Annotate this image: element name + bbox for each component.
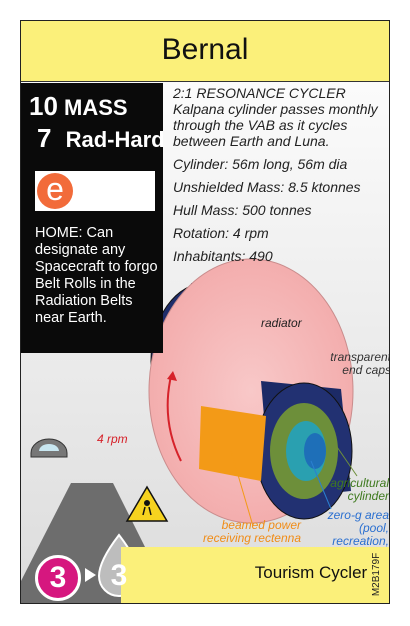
rotation-arrow xyxy=(166,375,182,462)
radhard-label: Rad-Hard xyxy=(65,127,165,152)
card-subtitle: Tourism Cycler xyxy=(254,563,368,582)
mass-value: 10 xyxy=(29,91,58,121)
radiator-label: radiator xyxy=(261,316,302,330)
cylinder-spec: Cylinder: 56m long, 56m dia xyxy=(173,156,348,172)
rotation-spec: Rotation: 4 rpm xyxy=(173,225,269,241)
unshielded-spec: Unshielded Mass: 8.5 ktonnes xyxy=(173,179,361,195)
warning-sign-icon xyxy=(125,485,169,522)
agricultural-label: agricultural cylinder xyxy=(330,476,389,503)
inner-core xyxy=(304,433,326,469)
fuel-left-circle: 3 xyxy=(35,555,81,601)
fuel-right-value: 3 xyxy=(110,559,128,592)
rpm-label: 4 rpm xyxy=(97,432,128,446)
desc-body: Kalpana cylinder passes monthly through … xyxy=(173,101,378,149)
rectenna-label: beamed power receiving rectenna xyxy=(202,518,301,545)
stats-panel: 10 MASS 7 Rad-Hard e HOME: Can designate… xyxy=(21,83,165,353)
type-box: e xyxy=(35,171,155,211)
leader-rectenna xyxy=(230,450,254,527)
radhard-value: 7 xyxy=(37,123,52,153)
title-bar: Bernal xyxy=(21,21,389,82)
dome-icon xyxy=(30,438,68,458)
inhabitants-spec: Inhabitants: 490 xyxy=(173,248,273,264)
desc-head: 2:1 RESONANCE CYCLER xyxy=(173,85,346,101)
mass-label: MASS xyxy=(64,95,128,120)
description: 2:1 RESONANCE CYCLER Kalpana cylinder pa… xyxy=(173,85,385,271)
end-caps-label: transparent end caps xyxy=(330,350,390,377)
arrow-right-icon xyxy=(85,568,96,582)
radhard-stat: 7 Rad-Hard xyxy=(37,123,165,154)
leader-zerog xyxy=(310,460,332,510)
rotation-arrowhead xyxy=(167,371,177,381)
hull-spec: Hull Mass: 500 tonnes xyxy=(173,202,312,218)
mass-stat: 10 MASS xyxy=(29,91,128,122)
card: Bernal xyxy=(20,20,390,604)
habitat-diagram xyxy=(21,258,358,603)
card-code: M2B179F xyxy=(371,552,383,597)
leader-agri xyxy=(325,430,358,477)
home-ability: HOME: Can designate any Spacecraft to fo… xyxy=(35,225,158,326)
card-title: Bernal xyxy=(161,33,249,66)
type-icon: e xyxy=(37,173,73,209)
rectenna xyxy=(199,406,266,481)
bottom-bar: Tourism Cycler M2B179F xyxy=(121,547,389,603)
